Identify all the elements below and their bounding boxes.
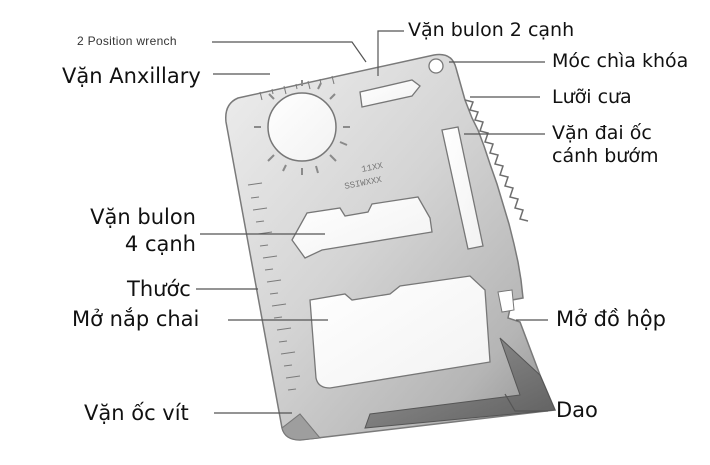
screwdriver-edge bbox=[281, 413, 321, 441]
circular-wrench bbox=[254, 80, 350, 175]
leader-van-bulon-2-canh bbox=[377, 30, 404, 76]
label-van-bulon-4-canh-line2: 4 cạnh bbox=[124, 232, 196, 256]
top-ruler-ticks bbox=[259, 75, 335, 101]
two-position-wrench-slot bbox=[359, 79, 421, 108]
card-engraving-1: 11XX bbox=[361, 161, 385, 175]
leader-dao bbox=[504, 393, 548, 412]
keyring-hole bbox=[428, 58, 444, 74]
saw-teeth bbox=[464, 99, 529, 222]
bottle-opener-window bbox=[309, 275, 491, 389]
label-van-bulon-2-canh: Vặn bulon 2 cạnh bbox=[408, 19, 575, 41]
hex-wrench-slot bbox=[291, 196, 433, 259]
label-van-dai-oc-line2: cánh bướm bbox=[552, 145, 659, 167]
knife-edge bbox=[364, 337, 556, 429]
label-mo-nap-chai: Mở nắp chai bbox=[72, 307, 200, 331]
label-two-position-wrench: 2 Position wrench bbox=[77, 34, 177, 48]
leader-two-position-wrench bbox=[212, 41, 367, 63]
leader-lines bbox=[196, 30, 548, 414]
label-luoi-cua: Lưỡi cưa bbox=[552, 86, 632, 108]
label-van-anxillary: Vặn Anxillary bbox=[62, 64, 201, 88]
label-dao: Dao bbox=[556, 398, 598, 422]
label-van-oc-vit: Vặn ốc vít bbox=[84, 401, 189, 425]
label-moc-chia-khoa: Móc chìa khóa bbox=[552, 50, 689, 72]
label-mo-do-hop: Mở đồ hộp bbox=[556, 307, 666, 331]
can-opener-notch bbox=[497, 289, 515, 313]
label-van-bulon-4-canh-line1: Vặn bulon bbox=[90, 205, 196, 229]
label-van-dai-oc-line1: Vặn đai ốc bbox=[552, 122, 652, 144]
wing-nut-slot bbox=[441, 126, 484, 250]
label-thuoc: Thước bbox=[127, 277, 191, 301]
